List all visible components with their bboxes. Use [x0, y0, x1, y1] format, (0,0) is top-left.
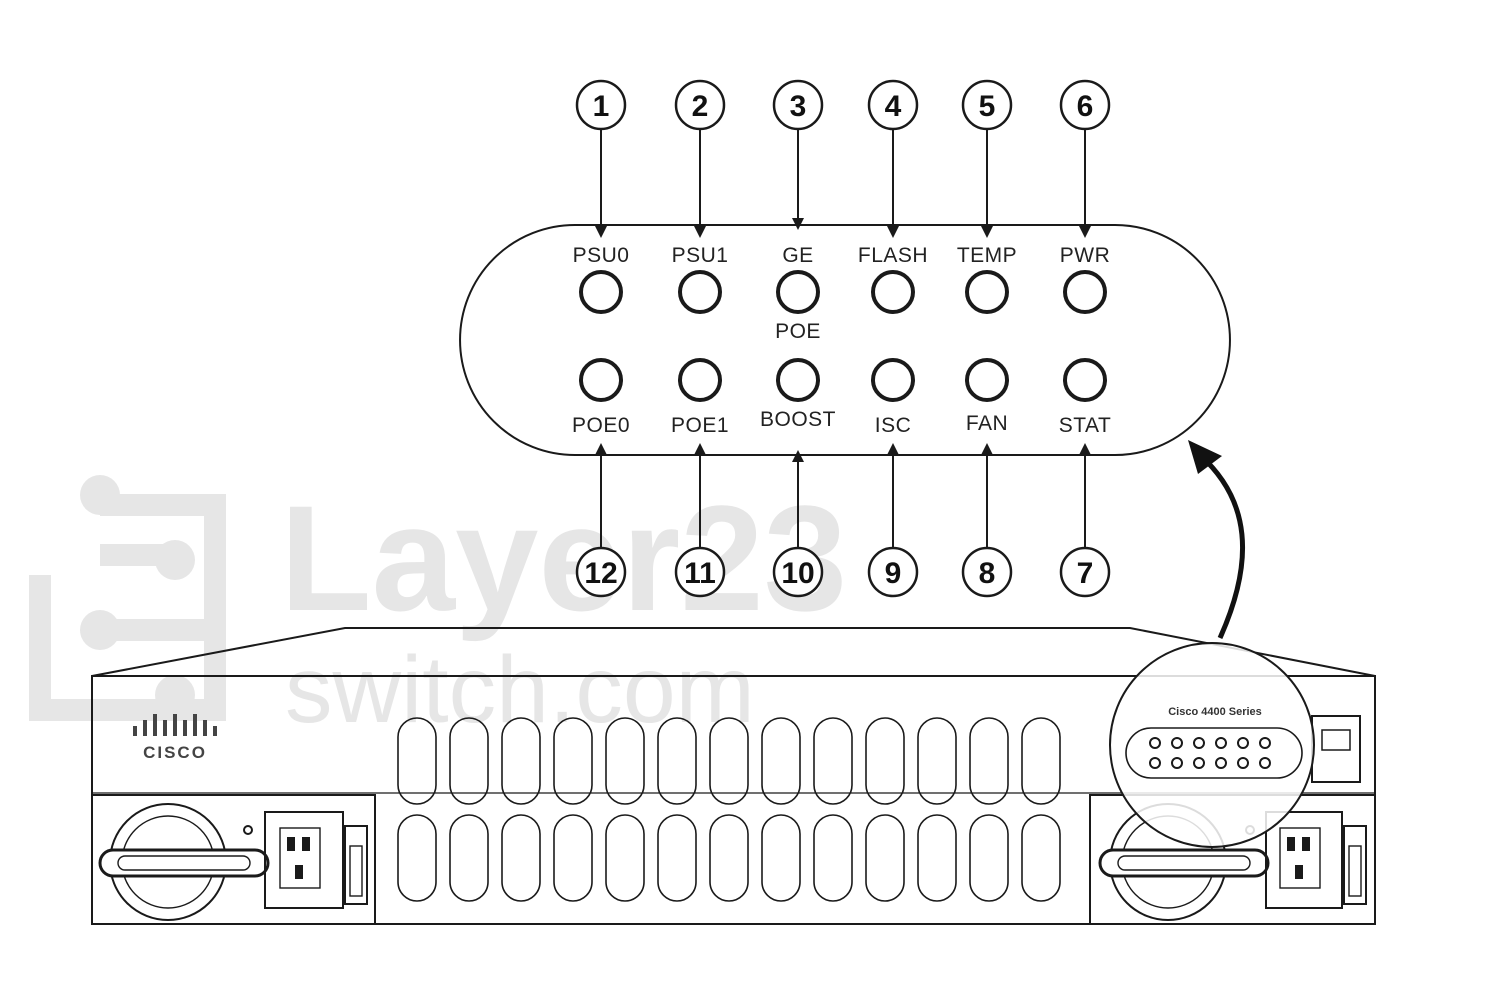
led-stat-indicator	[1063, 358, 1107, 402]
led-ge-sublabel: POE	[775, 320, 821, 343]
callout-10	[772, 546, 824, 598]
led-temp: 5 TEMP	[957, 79, 1017, 314]
callout-10-number: 10	[781, 557, 814, 590]
led-row-bottom: POE0 12 POE1 11 BOOST 10 ISC 9	[572, 358, 1112, 598]
led-flash-indicator	[871, 270, 915, 314]
callout-1-number: 1	[593, 90, 610, 123]
led-ge-label: GE	[782, 244, 813, 267]
callout-6-number: 6	[1077, 90, 1094, 123]
callout-8	[961, 546, 1013, 598]
led-flash-label: FLASH	[858, 244, 928, 267]
led-stat: STAT 7	[1059, 358, 1112, 598]
cisco-logo-text: CISCO	[143, 743, 207, 762]
mini-led-panel	[1125, 727, 1303, 779]
zoom-curved-arrow	[1198, 453, 1245, 640]
psu-right-power-inlet	[1265, 811, 1343, 909]
led-psu1: 2 PSU1	[672, 79, 729, 314]
watermark-line2: switch.com	[285, 637, 755, 743]
callout-5-number: 5	[979, 90, 996, 123]
callout-9-number: 9	[885, 557, 902, 590]
power-supply-left	[91, 794, 376, 925]
led-stat-label: STAT	[1059, 414, 1112, 437]
psu-left-handle	[98, 848, 270, 878]
led-temp-indicator	[965, 270, 1009, 314]
led-psu1-indicator	[678, 270, 722, 314]
led-psu0: 1 PSU0	[573, 79, 630, 314]
callout-8-number: 8	[979, 557, 996, 590]
led-psu0-indicator	[579, 270, 623, 314]
magnifier: Cisco 4400 Series	[1109, 642, 1315, 848]
callout-11-number: 11	[684, 557, 716, 590]
led-poe0-indicator	[579, 358, 623, 402]
callout-7	[1059, 546, 1111, 598]
watermark: Layer23 switch.com	[29, 474, 847, 743]
led-poe0: POE0 12	[572, 358, 630, 598]
led-pwr-indicator	[1063, 270, 1107, 314]
cisco-logo: CISCO	[133, 714, 217, 762]
led-boost: BOOST 10	[760, 358, 836, 598]
led-psu1-label: PSU1	[672, 244, 729, 267]
callout-11	[674, 546, 726, 598]
psu-right-handle	[1098, 848, 1270, 878]
callout-7-number: 7	[1077, 557, 1094, 590]
psu-left-power-inlet	[264, 811, 344, 909]
led-poe1: POE1 11	[671, 358, 729, 598]
led-panel-outline	[459, 224, 1231, 456]
led-temp-label: TEMP	[957, 244, 1017, 267]
led-psu0-label: PSU0	[573, 244, 630, 267]
callout-12	[575, 546, 627, 598]
callout-3-number: 3	[790, 90, 807, 123]
led-poe1-indicator	[678, 358, 722, 402]
led-ge-indicator	[776, 270, 820, 314]
led-row-top: 1 PSU0 2 PSU1 3 GE POE 4 FLASH	[573, 79, 1111, 343]
callout-12-number: 12	[584, 557, 617, 590]
vent-slots	[397, 717, 1061, 902]
watermark-circuit-icon	[29, 475, 226, 721]
led-isc: ISC 9	[867, 358, 919, 598]
led-poe0-label: POE0	[572, 414, 630, 437]
power-switch	[1311, 715, 1361, 783]
magnifier-circle	[1109, 642, 1315, 848]
watermark-line1: Layer23	[280, 474, 847, 642]
led-fan: FAN 8	[961, 358, 1013, 598]
led-boost-label: BOOST	[760, 408, 836, 431]
callout-9	[867, 546, 919, 598]
led-pwr: 6 PWR	[1059, 79, 1111, 314]
led-ge: 3 GE POE	[772, 79, 824, 343]
led-fan-label: FAN	[966, 412, 1008, 435]
zoom-arrowhead	[1188, 440, 1222, 474]
led-flash: 4 FLASH	[858, 79, 928, 314]
led-fan-indicator	[965, 358, 1009, 402]
callout-2-number: 2	[692, 90, 709, 123]
led-poe1-label: POE1	[671, 414, 729, 437]
led-isc-label: ISC	[875, 414, 912, 437]
series-label: Cisco 4400 Series	[1168, 706, 1262, 718]
led-isc-indicator	[871, 358, 915, 402]
callout-4-number: 4	[885, 90, 902, 123]
led-boost-indicator	[776, 358, 820, 402]
psu-left-bay	[91, 794, 376, 925]
led-pwr-label: PWR	[1060, 244, 1111, 267]
mini-led-dots	[1149, 737, 1271, 769]
